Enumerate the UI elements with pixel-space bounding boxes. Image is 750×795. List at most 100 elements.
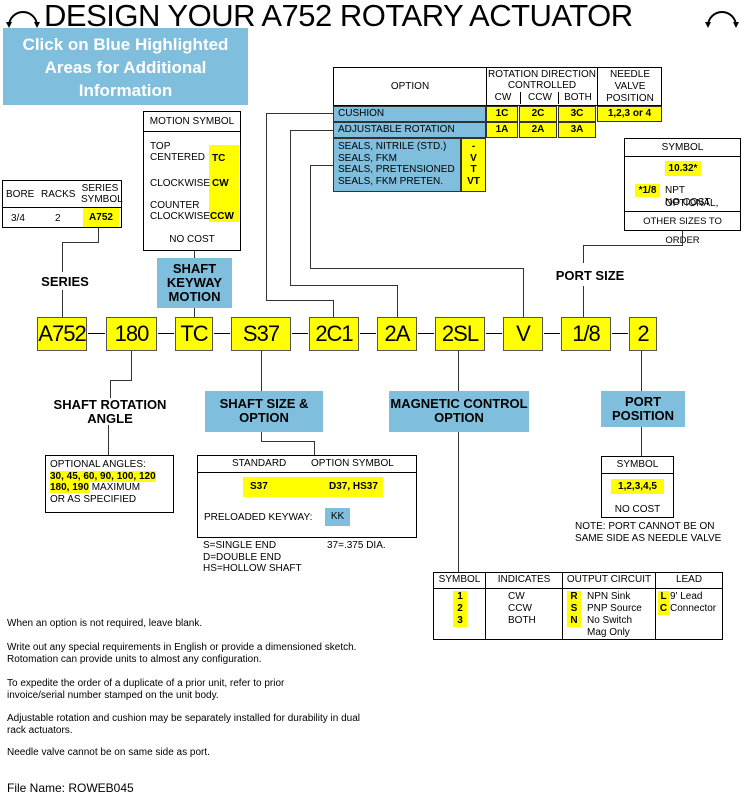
motion-label: COUNTER CLOCKWISE [150,200,211,222]
cw-header: CW [494,92,512,103]
port-position-box: SYMBOL 1,2,3,4,5 NO COST [601,456,674,518]
cushion-option-button[interactable]: CUSHION [333,106,486,122]
shaft-keyway-motion-button[interactable]: SHAFT KEYWAY MOTION [157,258,232,308]
dash [418,333,434,334]
port-position-header: SYMBOL [602,457,673,474]
code-seals: V [503,317,543,351]
port-position-value: 1,2,3,4,5 [611,479,664,494]
both-header: BOTH [558,92,597,104]
motion-label: CLOCKWISE [150,178,211,189]
cushion-ccw-code: 2C [519,106,557,122]
rotation-arrow-right-icon [705,11,739,28]
motion-label: TOP CENTERED [150,141,206,163]
dash [544,333,560,334]
port-size-label: PORT SIZE [555,268,625,283]
racks-header: RACKS [41,189,76,200]
rotation-direction-header: ROTATION DIRECTION CONTROLLED [488,69,596,91]
shaft-legend: S=SINGLE END D=DOUBLE END HS=HOLLOW SHAF… [203,540,302,575]
port-size-no-cost: NO COST [665,197,711,208]
standard-header: STANDARD [232,458,287,469]
shaft-options: D37, HS37 [329,481,378,492]
angles-max: MAXIMUM [88,482,141,493]
seal-label: SEALS, FKM PRETEN. [338,175,444,187]
seals-option-button[interactable]: SEALS, NITRILE (STD.) SEALS, FKM SEALS, … [333,138,461,192]
mag-header: INDICATES [497,574,551,585]
seal-label: SEALS, FKM [338,152,397,164]
angles-line-1: 30, 45, 60, 90, 100, 120 [50,470,156,482]
seal-label: SEALS, NITRILE (STD.) [338,141,447,152]
dash [214,333,230,334]
port-size-box: SYMBOL 10.32* *1/8 NPT OPTIONAL, NO COST… [624,138,741,246]
note: To expedite the order of a duplicate of … [7,678,285,701]
note: Adjustable rotation and cushion may be s… [7,713,360,736]
magnetic-control-option-button[interactable]: MAGNETIC CONTROL OPTION [389,391,529,432]
keyway-label: PRELOADED KEYWAY: [204,512,313,523]
port-size-optional-text: NPT OPTIONAL, [665,185,719,209]
motion-box: MOTION SYMBOL TOP CENTERED TC CLOCKWISE … [143,111,241,251]
code-cushion: 2C1 [309,317,359,351]
dash [612,333,628,334]
shaft-size-box: STANDARD OPTION SYMBOL S37 D37, HS37 PRE… [197,455,417,538]
seal-symbol: T [470,164,477,175]
option-symbol-header: OPTION SYMBOL [311,458,394,469]
motion-symbol: TC [212,153,226,164]
dash [158,333,174,334]
rotation-arrow-left-icon [6,11,40,28]
mag-header: SYMBOL [438,574,481,585]
adjustable-ccw-code: 2A [519,122,557,138]
page-title: DESIGN YOUR A752 ROTARY ACTUATOR [44,0,633,33]
code-port-size: 1/8 [561,317,611,351]
legend-line: S=SINGLE END [203,540,277,551]
port-size-other: OTHER SIZES TO ORDER [625,211,740,246]
cushion-cw-code: 1C [486,106,518,122]
seal-symbols: - V T VT [461,138,486,192]
seal-symbol: - [471,141,476,152]
legend-line: HS=HOLLOW SHAFT [203,563,302,574]
needle-valve-header: NEEDLE VALVE POSITION [597,68,662,105]
port-size-header: SYMBOL [625,139,740,157]
file-name: File Name: ROWEB045 [7,781,134,795]
angles-line-2: 180, 190 [50,482,89,493]
dash [486,333,502,334]
rotation-angle-box: OPTIONAL ANGLES: 30, 45, 60, 90, 100, 12… [45,455,174,513]
adjustable-cw-code: 1A [486,122,518,138]
code-adjustable-rotation: 2A [377,317,417,351]
code-magnetic-control: 2SL [435,317,485,351]
series-label: SERIES [41,274,89,289]
angles-specified: OR AS SPECIFIED [50,493,137,505]
seal-symbol: VT [467,175,480,187]
port-position-note: NOTE: PORT CANNOT BE ON SAME SIDE AS NEE… [575,521,722,544]
dash [292,333,308,334]
code-port-position: 2 [629,317,657,351]
bore-header: BORE [6,189,35,200]
port-position-no-cost: NO COST [614,504,661,515]
code-series: A752 [37,317,87,351]
code-rotation-angle: 180 [106,317,157,351]
series-symbol-value: A752 [83,208,119,227]
cushion-both-code: 3C [558,106,596,122]
code-shaft-size: S37 [231,317,291,351]
code-keyway-motion: TC [175,317,213,351]
racks-value: 2 [55,213,61,224]
ccw-header: CCW [520,92,559,104]
motion-header: MOTION SYMBOL [144,112,240,132]
adjustable-both-code: 3A [558,122,596,138]
adjustable-rotation-option-button[interactable]: ADJUSTABLE ROTATION [333,122,486,138]
rotation-angle-label: SHAFT ROTATION ANGLE [53,397,167,426]
note: Write out any special requirements in En… [7,642,357,665]
shaft-size-option-button[interactable]: SHAFT SIZE & OPTION [205,391,323,432]
options-table-header: OPTION ROTATION DIRECTION CONTROLLED CW … [333,67,662,106]
motion-symbol: CCW [210,211,234,222]
port-position-button[interactable]: PORT POSITION [601,391,685,427]
angles-heading: OPTIONAL ANGLES: [50,459,146,470]
motion-symbol: CW [212,178,229,189]
legend-line: D=DOUBLE END [203,551,282,563]
keyway-symbol[interactable]: KK [325,508,350,526]
